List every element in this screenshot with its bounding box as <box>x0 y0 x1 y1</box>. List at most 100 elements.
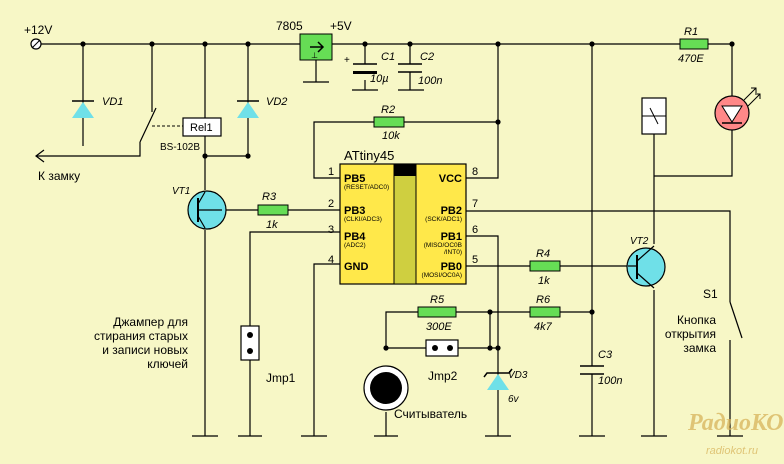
label-12v: +12V <box>24 23 52 37</box>
mcu-attiny45: ATtiny45 1PB5(RESET/ADC0)2PB3(CLKI/ADC3)… <box>328 148 478 285</box>
note-line: ключей <box>147 357 188 371</box>
r2-value: 10k <box>382 130 400 142</box>
mcu-pin-number: 1 <box>328 166 334 178</box>
capacitor-c1: + C1 10µ <box>344 51 395 85</box>
vd1-label: VD1 <box>102 96 123 108</box>
ground-symbols <box>192 81 743 437</box>
mcu-pin-function: (MISO/OC0B <box>424 242 462 249</box>
junction-dot <box>245 41 251 47</box>
relay-ref: Rel1 <box>190 122 213 134</box>
wires <box>36 43 733 436</box>
mcu-pin-number: 5 <box>472 254 478 266</box>
resistor-r3: R3 1k <box>257 191 289 231</box>
mcu-pin-number: 2 <box>328 198 334 210</box>
mcu-pin-name: PB4 <box>344 231 366 243</box>
junction-dot <box>495 345 501 351</box>
resistor-r6: R6 4k7 <box>529 294 561 333</box>
note-line: открытия <box>665 327 716 341</box>
note-line: Джампер для <box>113 315 188 329</box>
c3-ref: C3 <box>598 349 613 361</box>
jmp2-body[interactable] <box>425 339 459 357</box>
resistor-r4: R4 1k <box>529 248 561 287</box>
vd3-body <box>487 374 509 390</box>
r5-value: 300E <box>426 321 452 333</box>
r3-body <box>257 204 289 216</box>
mcu-pin-name: PB2 <box>441 205 462 217</box>
vt2-label: VT2 <box>630 236 649 247</box>
led <box>714 87 761 131</box>
r1-ref: R1 <box>684 26 698 38</box>
junction-dot <box>495 41 501 47</box>
note-line: Кнопка <box>677 313 716 327</box>
r6-ref: R6 <box>536 294 551 306</box>
junction-dot <box>149 41 155 47</box>
jmp1-label: Jmp1 <box>266 371 296 385</box>
r5-body <box>417 306 457 318</box>
r3-ref: R3 <box>262 191 277 203</box>
junction-dot <box>362 41 368 47</box>
r3-value: 1k <box>266 219 278 231</box>
mcu-pin-number: 6 <box>472 224 478 236</box>
watermark-url: radiokot.ru <box>706 445 758 457</box>
resistor-r1: R1 470E <box>678 26 709 65</box>
mcu-name: ATtiny45 <box>344 148 394 163</box>
diode-vd1: VD1 <box>72 96 123 118</box>
junction-dot <box>487 309 493 315</box>
junction-dot <box>245 153 251 159</box>
resistor-r2: R2 10k <box>373 104 405 142</box>
junction-dot <box>202 153 208 159</box>
regulator-ground-mark: ⊥ <box>311 51 318 60</box>
watermark-text: РадиоКОТ <box>687 410 784 436</box>
c1-plus: + <box>344 55 350 66</box>
power-terminal-12v: +12V <box>24 23 52 50</box>
note-line: замка <box>683 341 716 355</box>
jmp2-label: Jmp2 <box>428 369 458 383</box>
led-rays-icon <box>743 87 761 107</box>
s1-label: S1 <box>703 287 718 301</box>
mcu-pin-function: (RESET/ADC0) <box>344 184 389 191</box>
switch-s1[interactable]: S1 <box>703 287 743 339</box>
junction-dots <box>80 41 735 351</box>
relay-model: BS-102B <box>160 142 200 153</box>
lock-label: К замку <box>38 169 80 183</box>
vd3-label: VD3 <box>508 370 528 381</box>
c2-ref: C2 <box>420 51 434 63</box>
r2-body <box>373 116 405 128</box>
junction-dot <box>80 41 86 47</box>
watermark-logo: РадиоКОТ radiokot.ru <box>687 410 784 457</box>
jumper-jmp2: Jmp2 <box>425 339 459 383</box>
opto-element <box>641 97 667 135</box>
mcu-pin-function: (CLKI/ADC3) <box>344 216 382 223</box>
junction-dot <box>383 345 389 351</box>
c2-value: 100n <box>418 75 442 87</box>
note-line: стирания старых <box>94 329 188 343</box>
mcu-pin-name: PB0 <box>441 261 462 273</box>
c1-value: 10µ <box>370 73 389 85</box>
jmp1-body[interactable] <box>240 325 260 361</box>
vd2-label: VD2 <box>266 96 287 108</box>
mcu-pin-number: 4 <box>328 254 334 266</box>
mcu-pin-number: 3 <box>328 224 334 236</box>
r4-value: 1k <box>538 275 550 287</box>
mcu-pin-function: (SCK/ADC1) <box>425 216 462 223</box>
zener-vd3: VD3 6v <box>483 368 528 405</box>
r1-body <box>679 38 709 50</box>
note-line: и записи новых <box>102 343 188 357</box>
relay-rel1: Rel1 BS-102B <box>152 117 222 153</box>
junction-dot <box>495 119 501 125</box>
mcu-pin-name: GND <box>344 261 369 273</box>
r6-body <box>529 306 561 318</box>
diode-vd2: VD2 <box>237 96 287 118</box>
regulator-label: 7805 <box>276 19 303 33</box>
mcu-pin-name: PB3 <box>344 205 365 217</box>
junction-dot <box>729 41 735 47</box>
vd3-value: 6v <box>508 394 520 405</box>
reader-label: Считыватель <box>394 407 467 421</box>
junction-dot <box>589 309 595 315</box>
mcu-pin-function: (ADC2) <box>344 242 366 249</box>
transistor-vt1: VT1 <box>172 186 227 230</box>
capacitor-c2: C2 100n <box>398 51 442 87</box>
